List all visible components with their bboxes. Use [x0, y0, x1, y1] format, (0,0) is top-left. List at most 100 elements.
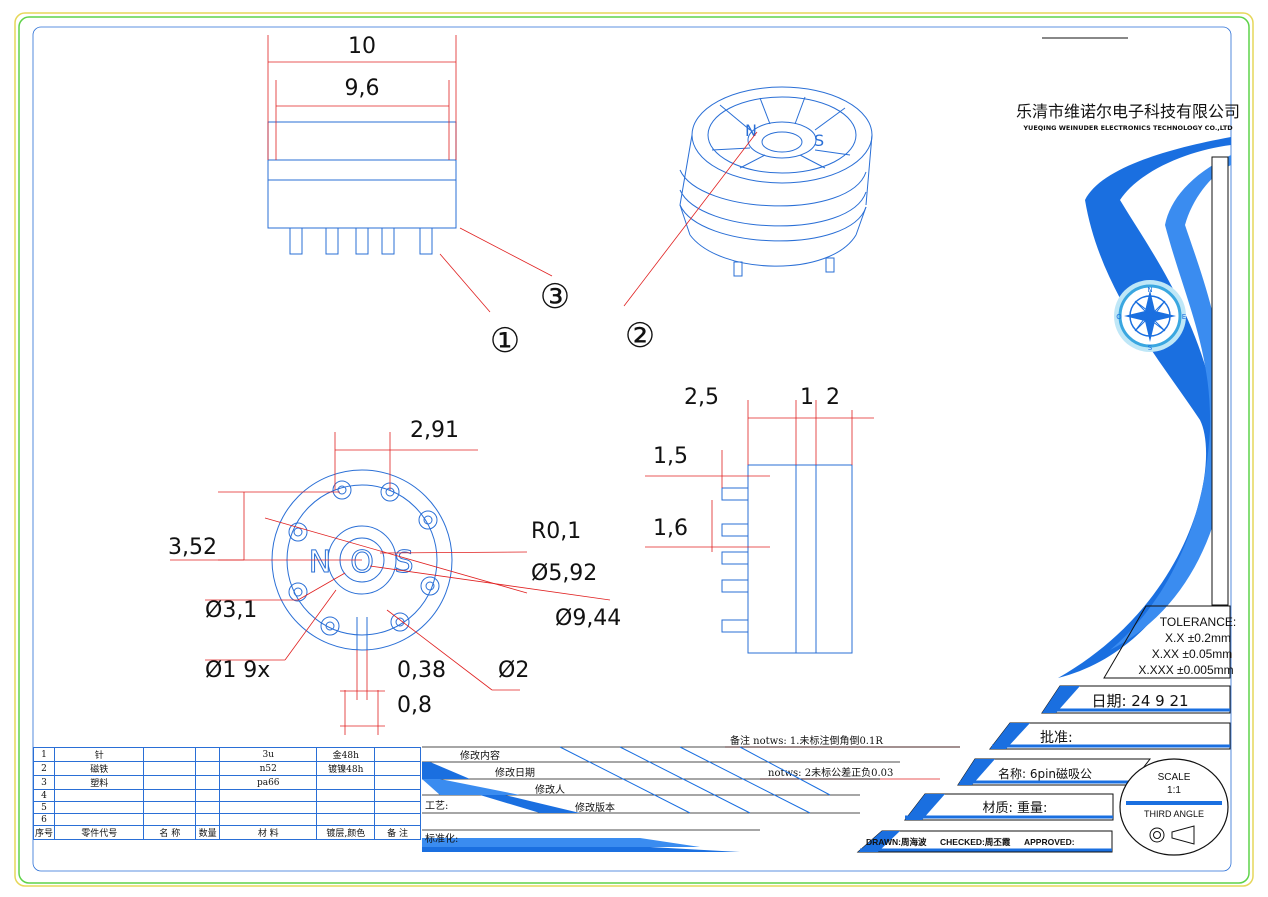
- title-block: 日期: 24 9 21 批准: 名称: 6pin磁吸公 材质: 重量: DRAW…: [856, 685, 1231, 853]
- title-approve: 批准:: [1040, 730, 1073, 746]
- bom-plating: [316, 789, 376, 802]
- bom-qty: [195, 747, 221, 762]
- bom-material: 3u: [219, 747, 318, 762]
- title-material: 材质: 重量:: [983, 800, 1048, 816]
- bom-seq: 4: [32, 789, 56, 802]
- bom-qty: [195, 789, 221, 802]
- note-1: 备注 notws: 1.未标注倒角倒0.1R: [730, 734, 883, 747]
- title-drawn: DRAWN:周海波: [866, 837, 927, 847]
- bom-qty: [195, 813, 221, 826]
- title-approved: APPROVED:: [1024, 837, 1075, 847]
- bom-header-seq: 序号: [32, 825, 56, 840]
- dim-dia-outer: Ø9,44: [555, 606, 621, 631]
- compass-emblem: N S E O: [1114, 280, 1186, 352]
- leader-2: [623, 131, 758, 307]
- bom-header-name: 名 称: [143, 825, 197, 840]
- bom-part-code: [54, 813, 145, 826]
- projection-label: THIRD ANGLE: [1144, 809, 1204, 819]
- bom-name: [143, 801, 197, 814]
- bom-remark: [374, 747, 421, 762]
- front-letter-o: O: [350, 545, 374, 580]
- dim-side-width: 10: [348, 34, 376, 59]
- bom-name: [143, 775, 197, 790]
- compass-n: N: [1147, 286, 1152, 294]
- bom-row: 4: [32, 789, 421, 802]
- front-letter-s: S: [394, 545, 413, 580]
- isometric-view: [679, 86, 873, 277]
- dim-radius: R0,1: [531, 519, 581, 544]
- tolerance-block: TOLERANCE: X.X ±0.2mm X.XX ±0.05mm X.XXX…: [1103, 605, 1236, 679]
- balloon-1: ①: [490, 321, 520, 361]
- bom-qty: [195, 775, 221, 790]
- rev-process: 工艺:: [425, 800, 448, 812]
- bom-remark: [374, 775, 421, 790]
- bom-seq: 5: [32, 801, 56, 814]
- scale-badge: SCALE 1:1 THIRD ANGLE: [1119, 758, 1229, 856]
- tolerance-line-3: X.XXX ±0.005mm: [1138, 663, 1233, 677]
- bom-material: pa66: [219, 775, 318, 790]
- bom-part-code: [54, 789, 145, 802]
- bom-remark: [374, 789, 421, 802]
- tolerance-title: TOLERANCE:: [1160, 615, 1236, 629]
- bom-header-qty: 数量: [195, 825, 221, 840]
- section-view-dims: [645, 400, 874, 552]
- bom-remark: [374, 801, 421, 814]
- front-letter-n: N: [309, 545, 331, 580]
- bom-remark: [374, 761, 421, 776]
- scale-value: 1:1: [1167, 785, 1181, 796]
- bom-name: [143, 813, 197, 826]
- bom-name: [143, 789, 197, 802]
- rev-content: 修改内容: [460, 749, 500, 762]
- company-name-en: YUEQING WEINUDER ELECTRONICS TECHNOLOGY …: [1022, 124, 1233, 132]
- bom-plating: [316, 813, 376, 826]
- bom-qty: [195, 761, 221, 776]
- bom-name: [143, 747, 197, 762]
- dim-pin-pitch: 2,91: [410, 418, 459, 443]
- bom-seq: 1: [32, 747, 56, 762]
- rev-standard: 标准化:: [425, 832, 458, 845]
- bom-plating: [316, 775, 376, 790]
- compass-s: S: [1148, 344, 1153, 352]
- bom-part-code: 针: [54, 747, 145, 762]
- title-checked: CHECKED:周丕霞: [940, 837, 1011, 847]
- company-name-cn: 乐清市维诺尔电子科技有限公司: [1016, 102, 1240, 121]
- dim-sec-c: 2: [826, 385, 840, 410]
- dim-side-inner: 9,6: [345, 76, 380, 101]
- compass-o: O: [1116, 313, 1122, 321]
- bom-name: [143, 761, 197, 776]
- bom-qty: [195, 801, 221, 814]
- bom-material: [219, 801, 318, 814]
- dim-dia-center: Ø5,92: [531, 561, 597, 586]
- section-view: [721, 464, 853, 654]
- note-2: notws: 2未标公差正负0.03: [768, 766, 893, 779]
- dim-sec-b: 1: [800, 385, 814, 410]
- front-view-dims: [170, 432, 611, 735]
- rev-date: 修改日期: [495, 766, 535, 779]
- outer-border-green: [18, 16, 1250, 884]
- outer-border-yellow: [14, 12, 1254, 887]
- side-view-dims: [267, 35, 553, 313]
- rev-version: 修改版本: [575, 801, 615, 814]
- bom-row: 5: [32, 801, 421, 814]
- balloon-2: ②: [625, 316, 655, 356]
- iso-letter-s: S: [814, 131, 824, 150]
- dim-offset: 3,52: [168, 535, 217, 560]
- tolerance-line-1: X.X ±0.2mm: [1165, 631, 1231, 645]
- tolerance-line-2: X.XX ±0.05mm: [1152, 647, 1233, 661]
- bom-material: [219, 789, 318, 802]
- bom-header-plating: 镀层,颜色: [316, 825, 376, 840]
- bom-header-part-code: 零件代号: [54, 825, 145, 840]
- bom-material: n52: [219, 761, 318, 776]
- title-date: 日期: 24 9 21: [1091, 692, 1188, 710]
- bom-part-code: [54, 801, 145, 814]
- decorative-swoosh: [1058, 137, 1231, 678]
- dim-dia-small: Ø2: [498, 658, 529, 683]
- iso-letter-n: N: [745, 121, 757, 140]
- compass-e: E: [1182, 313, 1186, 321]
- side-view: [267, 121, 457, 255]
- balloon-3: ③: [540, 277, 570, 317]
